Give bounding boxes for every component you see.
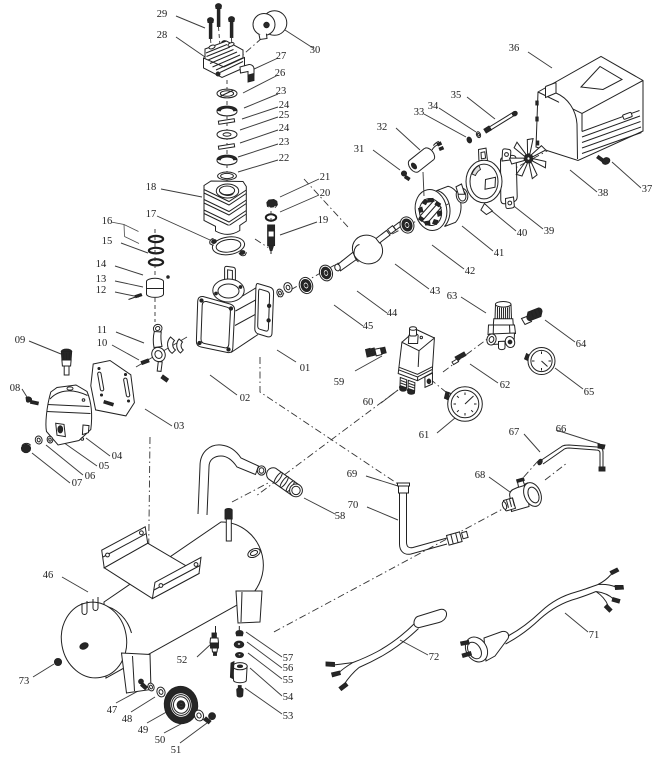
svg-text:48: 48 [122, 714, 133, 725]
svg-text:56: 56 [283, 663, 294, 674]
svg-text:08: 08 [10, 383, 21, 394]
svg-text:30: 30 [310, 45, 321, 56]
svg-text:29: 29 [157, 9, 168, 20]
svg-text:25: 25 [279, 110, 290, 121]
svg-text:32: 32 [377, 122, 388, 133]
svg-text:20: 20 [320, 188, 331, 199]
svg-text:40: 40 [517, 228, 528, 239]
svg-text:66: 66 [556, 424, 567, 435]
svg-text:24: 24 [279, 123, 290, 134]
svg-text:52: 52 [177, 655, 188, 666]
svg-text:33: 33 [414, 107, 425, 118]
svg-text:69: 69 [347, 469, 358, 480]
svg-text:60: 60 [363, 397, 374, 408]
svg-text:49: 49 [138, 725, 149, 736]
svg-text:53: 53 [283, 711, 294, 722]
svg-text:27: 27 [276, 51, 287, 62]
svg-text:16: 16 [102, 216, 113, 227]
svg-text:07: 07 [72, 478, 83, 489]
svg-text:23: 23 [276, 86, 287, 97]
svg-text:67: 67 [509, 427, 520, 438]
svg-text:59: 59 [334, 377, 345, 388]
svg-text:37: 37 [642, 184, 653, 195]
svg-text:21: 21 [320, 172, 331, 183]
svg-text:36: 36 [509, 43, 520, 54]
svg-text:06: 06 [85, 471, 96, 482]
svg-text:10: 10 [97, 338, 108, 349]
svg-text:45: 45 [363, 321, 374, 332]
svg-text:55: 55 [283, 675, 294, 686]
svg-text:51: 51 [171, 745, 182, 756]
svg-text:62: 62 [500, 380, 511, 391]
svg-text:70: 70 [348, 500, 359, 511]
svg-text:31: 31 [354, 144, 365, 155]
svg-text:14: 14 [96, 259, 107, 270]
svg-text:65: 65 [584, 387, 595, 398]
svg-text:15: 15 [102, 236, 113, 247]
svg-text:09: 09 [15, 335, 26, 346]
svg-text:24: 24 [279, 100, 290, 111]
svg-text:18: 18 [146, 182, 157, 193]
svg-text:02: 02 [240, 393, 251, 404]
svg-text:22: 22 [279, 153, 290, 164]
svg-text:19: 19 [318, 215, 329, 226]
svg-text:46: 46 [43, 570, 54, 581]
svg-text:11: 11 [97, 325, 107, 336]
svg-text:43: 43 [430, 286, 441, 297]
svg-text:35: 35 [451, 90, 462, 101]
svg-text:38: 38 [598, 188, 609, 199]
svg-text:50: 50 [155, 735, 166, 746]
svg-text:04: 04 [112, 451, 123, 462]
svg-text:64: 64 [576, 339, 587, 350]
svg-text:47: 47 [107, 705, 118, 716]
svg-text:34: 34 [428, 101, 439, 112]
svg-text:71: 71 [589, 630, 600, 641]
svg-text:03: 03 [174, 421, 185, 432]
svg-text:73: 73 [19, 676, 30, 687]
svg-text:42: 42 [465, 266, 476, 277]
svg-text:61: 61 [419, 430, 430, 441]
svg-text:13: 13 [96, 274, 107, 285]
svg-text:05: 05 [99, 461, 110, 472]
svg-text:01: 01 [300, 363, 311, 374]
svg-text:68: 68 [475, 470, 486, 481]
svg-text:58: 58 [335, 511, 346, 522]
svg-text:54: 54 [283, 692, 294, 703]
svg-text:41: 41 [494, 248, 505, 259]
svg-text:44: 44 [387, 308, 398, 319]
svg-text:17: 17 [146, 209, 157, 220]
svg-text:57: 57 [283, 653, 294, 664]
svg-text:23: 23 [279, 137, 290, 148]
svg-text:26: 26 [275, 68, 286, 79]
svg-text:72: 72 [429, 652, 440, 663]
svg-text:39: 39 [544, 226, 555, 237]
svg-text:63: 63 [447, 291, 458, 302]
svg-text:28: 28 [157, 30, 168, 41]
svg-text:12: 12 [96, 285, 107, 296]
